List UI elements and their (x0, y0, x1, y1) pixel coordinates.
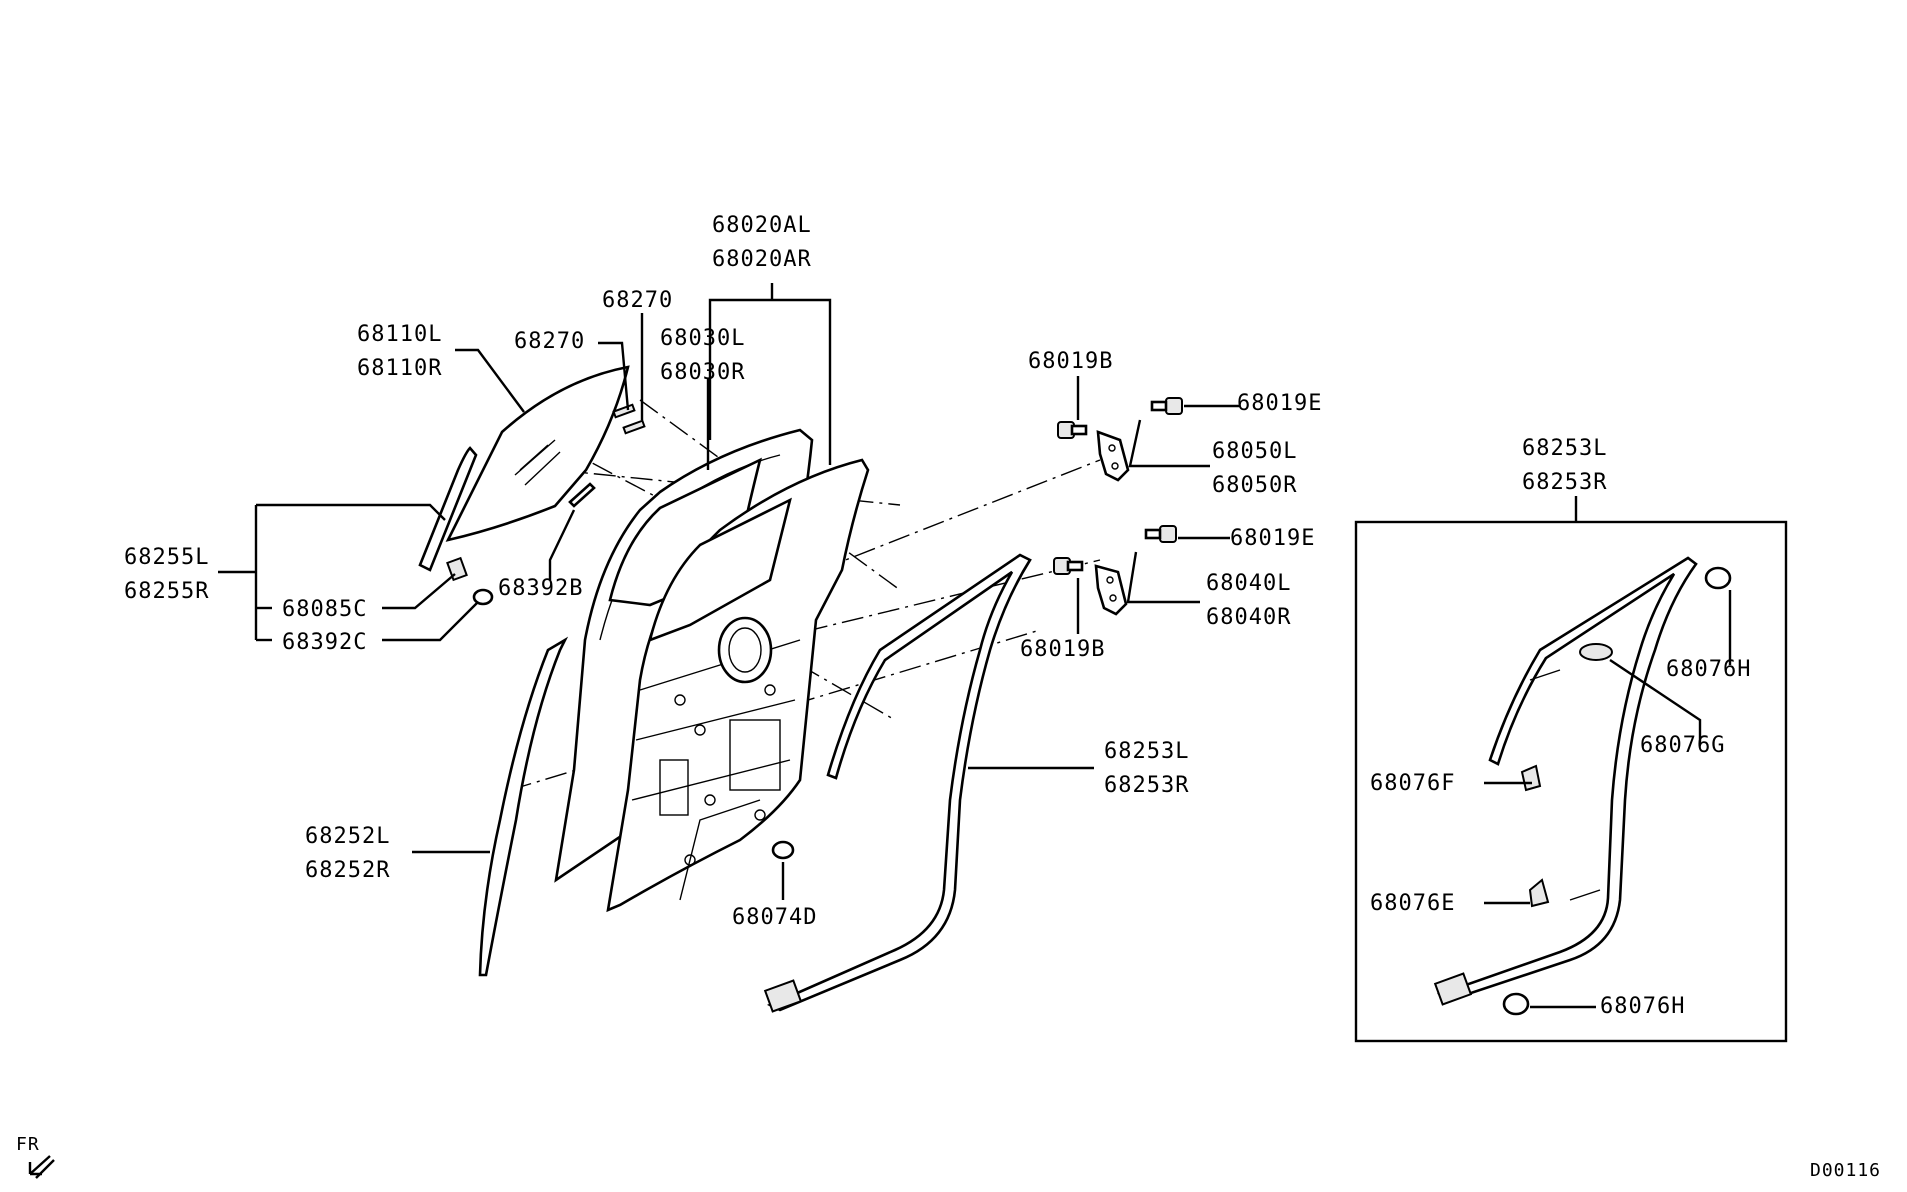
bolt-68019e-mid (1144, 525, 1177, 543)
label-68392c: 68392C (282, 630, 367, 655)
label-68019b-top: 68019B (1028, 349, 1113, 374)
quarter-glass (445, 365, 630, 542)
label-68076e: 68076E (1370, 891, 1455, 916)
label-68040l: 68040L (1206, 571, 1291, 596)
label-box-68253r: 68253R (1522, 470, 1607, 495)
label-68253l: 68253L (1104, 739, 1189, 764)
lower-hinge (1094, 564, 1128, 616)
label-68019e-top: 68019E (1237, 391, 1322, 416)
door-weatherstrip (763, 553, 1032, 1013)
label-68252r: 68252R (305, 858, 390, 883)
label-68076h-bot: 68076H (1600, 994, 1685, 1019)
label-68076g: 68076G (1640, 733, 1725, 758)
label-68085c: 68085C (282, 597, 367, 622)
label-68050l: 68050L (1212, 439, 1297, 464)
label-68270-lower: 68270 (514, 329, 585, 354)
door-inner-panel (606, 458, 870, 913)
label-68110l: 68110L (357, 322, 442, 347)
bolt-68019b-bot (1053, 557, 1084, 575)
label-68030l: 68030L (660, 326, 745, 351)
diagram-code: D00116 (1810, 1160, 1881, 1181)
bolt-68019e-top (1150, 397, 1183, 415)
label-68019e-mid: 68019E (1230, 526, 1315, 551)
front-direction: FR (16, 1134, 55, 1179)
label-68255r: 68255R (124, 579, 209, 604)
arrow-down-left-icon (28, 1155, 55, 1179)
label-68074d: 68074D (732, 905, 817, 930)
label-68050r: 68050R (1212, 473, 1297, 498)
label-68076h-top: 68076H (1666, 657, 1751, 682)
label-68253r: 68253R (1104, 773, 1189, 798)
label-68255l: 68255L (124, 545, 209, 570)
detail-weatherstrip (1433, 556, 1732, 1016)
label-68270-upper: 68270 (602, 288, 673, 313)
label-68076f: 68076F (1370, 771, 1455, 796)
label-68252l: 68252L (305, 824, 390, 849)
part-labels: 68020AL 68020AR 68270 68270 68030L 68030… (124, 213, 1751, 1019)
label-68392b: 68392B (498, 576, 583, 601)
small-parts (568, 403, 646, 508)
plug-68074d (771, 840, 795, 860)
label-68020ar: 68020AR (712, 247, 812, 272)
bolt-68019b-top (1057, 421, 1088, 439)
bolts (1053, 397, 1183, 575)
detail-box (1354, 520, 1788, 1043)
label-68020al: 68020AL (712, 213, 812, 238)
glass-channel (418, 446, 494, 606)
upper-hinge (1096, 430, 1130, 482)
label-box-68253l: 68253L (1522, 436, 1607, 461)
label-68030r: 68030R (660, 360, 745, 385)
front-label: FR (16, 1134, 40, 1155)
leader-lines (218, 283, 1732, 1009)
label-68040r: 68040R (1206, 605, 1291, 630)
pillar-weatherstrip (478, 636, 569, 977)
label-68019b-bot: 68019B (1020, 637, 1105, 662)
label-68110r: 68110R (357, 356, 442, 381)
